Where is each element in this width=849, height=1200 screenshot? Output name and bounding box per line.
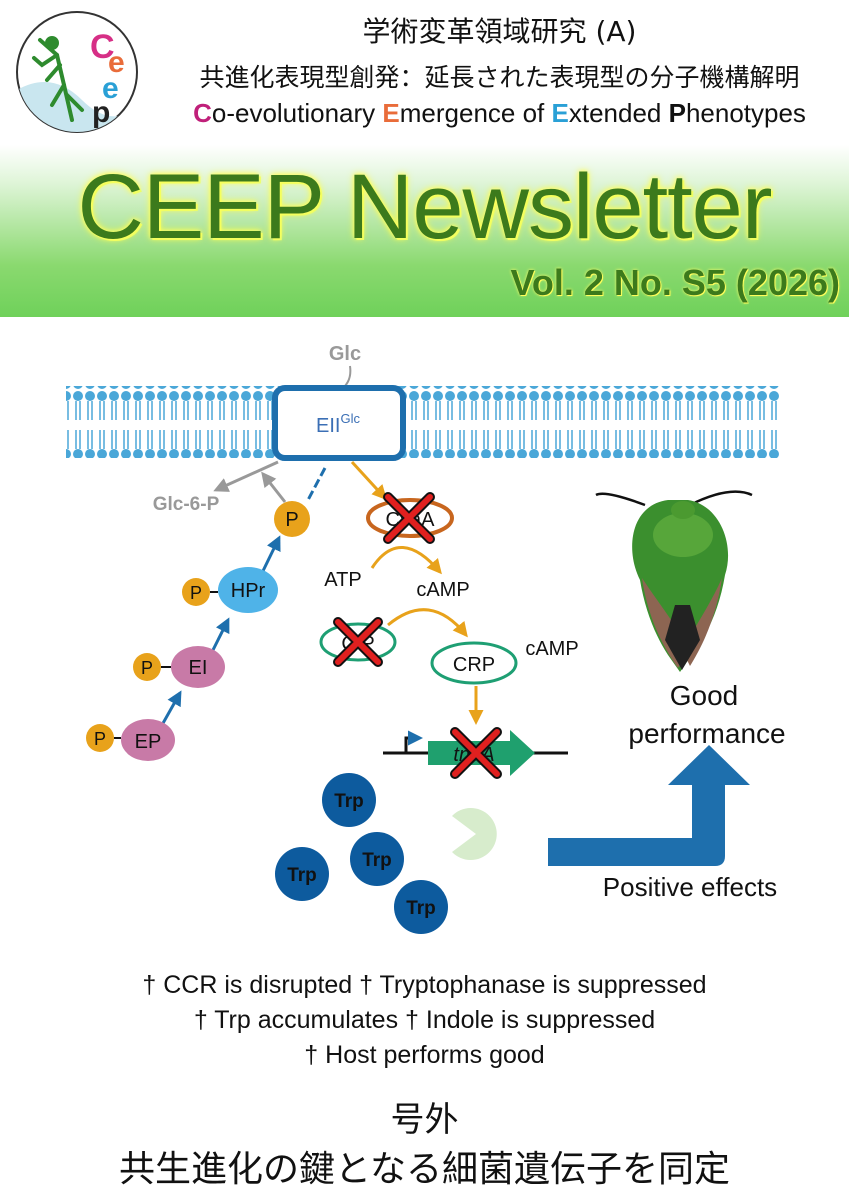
- program-subtitle-en: Co-evolutionary Emergence of Extended Ph…: [150, 98, 849, 129]
- hpr-protein: [218, 567, 278, 613]
- good-label: Good: [670, 680, 739, 711]
- volume-label: Vol. 2 No. S5 (2026): [510, 262, 840, 303]
- logo-letter-c: C: [90, 28, 115, 66]
- crp-protein: [430, 641, 518, 685]
- svg-text:Trp: Trp: [406, 898, 436, 919]
- subtitle-en-part-1: o-evolutionary: [211, 98, 383, 128]
- program-subtitle-jp: 共進化表現型創発：延長された表現型の分子機構解明: [199, 63, 800, 92]
- positive-effects-arrow: [548, 745, 750, 866]
- subtitle-en-part-5: xtended: [568, 98, 669, 128]
- cell-membrane: [66, 386, 780, 458]
- svg-text:Trp: Trp: [287, 865, 317, 886]
- phosphate-ep: [86, 724, 114, 752]
- trp-molecule-4: Trp: [394, 880, 448, 934]
- phosphate-top-label: P: [285, 509, 298, 531]
- performance-label: performance: [628, 718, 785, 749]
- phosphate-hpr-label: P: [190, 583, 202, 603]
- ep-label: EP: [135, 731, 162, 753]
- phosphate-ei-label: P: [141, 658, 153, 678]
- ei-protein: [171, 646, 225, 688]
- logo-letter-p: p: [92, 96, 110, 129]
- trp-molecule-3: Trp: [275, 847, 329, 901]
- hpr-label: HPr: [231, 580, 266, 602]
- newsletter-banner: [0, 145, 849, 317]
- subtitle-en-part-2: E: [382, 98, 400, 128]
- atp-label: ATP: [324, 569, 361, 591]
- logo-letter-e2: e: [102, 72, 119, 105]
- stinkbug-icon: [595, 490, 753, 672]
- subtitle-en-part-0: C: [193, 98, 212, 128]
- crp-label: CRP: [453, 654, 495, 676]
- crp-camp-label: cAMP: [525, 638, 578, 660]
- phosphate-hpr: [182, 578, 210, 606]
- eii-label: EIIGlc: [316, 411, 360, 437]
- positive-effects-label: Positive effects: [603, 872, 777, 902]
- subtitle-en-part-3: mergence of: [399, 98, 552, 128]
- subtitle-en-part-4: E: [551, 98, 569, 128]
- phosphate-top: [274, 501, 310, 537]
- mantis-icon: [32, 36, 84, 122]
- glc-label: Glc: [329, 343, 361, 365]
- ei-label: EI: [189, 657, 208, 679]
- headline: 共生進化の鍵となる細菌遺伝子を同定: [119, 1149, 730, 1190]
- trp-molecule-2: Trp: [350, 832, 404, 886]
- bullet-3: † Host performs good: [304, 1041, 545, 1069]
- program-title-jp: 学術変革領域研究 (A): [362, 15, 637, 48]
- ep-protein: [121, 719, 175, 761]
- glc6p-label: Glc-6-P: [153, 494, 220, 515]
- logo-letter-e1: e: [108, 46, 125, 79]
- phosphate-ep-label: P: [94, 729, 106, 749]
- phosphate-ei: [133, 653, 161, 681]
- svg-text:Trp: Trp: [334, 791, 364, 812]
- camp-label: cAMP: [416, 579, 469, 601]
- issue-label: 号外: [390, 1100, 459, 1140]
- bullet-2: † Trp accumulates † Indole is suppressed: [193, 1006, 656, 1034]
- svg-text:Trp: Trp: [362, 850, 392, 871]
- newsletter-title: CEEP Newsletter: [77, 156, 772, 258]
- eii-transporter: [272, 385, 406, 461]
- subtitle-en-part-6: P: [668, 98, 686, 128]
- tryptophanase-icon: [452, 808, 497, 860]
- pathway-figure: Glc EIIGlc Glc-6-P P HPr P EI P EP P Cya…: [66, 343, 786, 934]
- subtitle-en-part-7: henotypes: [685, 98, 806, 128]
- bullet-1: † CCR is disrupted † Tryptophanase is su…: [142, 971, 707, 999]
- summary-bullets: † CCR is disrupted † Tryptophanase is su…: [0, 968, 849, 1073]
- trp-molecule-1: Trp: [322, 773, 376, 827]
- ceep-logo: C e e p: [16, 11, 138, 133]
